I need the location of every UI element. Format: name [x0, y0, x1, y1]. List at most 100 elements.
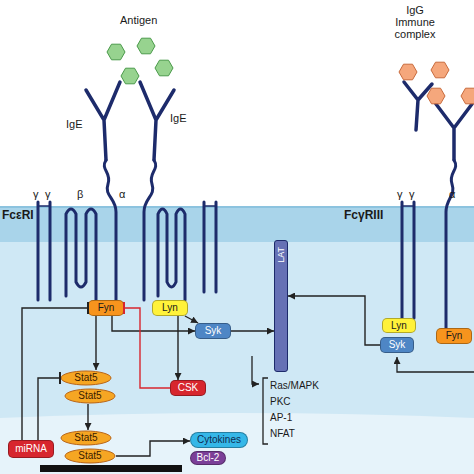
protein-name: Stat5 — [78, 451, 101, 461]
protein-name: Syk — [205, 326, 222, 336]
signal-arrow — [177, 316, 178, 380]
protein-name: Fyn — [98, 303, 115, 313]
antigen-group — [107, 38, 173, 84]
igg-antibody — [404, 82, 432, 130]
gamma-chain — [37, 202, 40, 300]
gamma-chain — [413, 202, 416, 318]
signal-leader — [397, 357, 474, 372]
stat-oval: Stat5 — [64, 448, 116, 464]
disulfide-bond — [204, 205, 216, 207]
signal-arrow — [87, 404, 88, 430]
antigen-hexagon — [137, 38, 155, 54]
kinase-box: Lyn — [382, 318, 416, 333]
protein-name: Stat5 — [74, 433, 97, 443]
gamma-chain — [203, 202, 206, 292]
adaptor-bar: LAT — [274, 240, 288, 372]
receptor-name: FcεRI — [2, 209, 34, 222]
molecule-label: IgG Immune complex — [386, 4, 444, 40]
antibody-label: IgE — [170, 112, 187, 124]
kinase-box: Fyn — [436, 328, 472, 344]
antigen-hexagon — [399, 64, 417, 80]
immune-complex-antigens — [399, 62, 474, 104]
protein-name: Syk — [389, 340, 406, 350]
bracket — [263, 378, 268, 444]
alpha-chain — [104, 160, 116, 300]
oval-shape — [61, 431, 111, 445]
signal-arrow — [95, 316, 96, 370]
stat-oval: Stat5 — [60, 370, 112, 386]
chain-label: α — [119, 188, 125, 200]
protein-name: miRNA — [15, 444, 47, 454]
signal-arrow — [38, 378, 60, 440]
signal-arrow — [112, 316, 195, 331]
antigen-hexagon — [121, 68, 139, 84]
protein-name: Bcl-2 — [197, 453, 220, 463]
beta-chain — [66, 209, 96, 300]
protein-name: Stat5 — [78, 391, 101, 401]
protein-name: LAT — [277, 247, 286, 263]
protein-name: CSK — [178, 383, 199, 393]
pathway-label: Ras/MAPK — [270, 380, 319, 391]
molecule-label: Antigen — [120, 14, 157, 26]
antigen-hexagon — [461, 88, 474, 104]
receptor-group — [38, 82, 472, 328]
signal-arrow — [288, 296, 380, 345]
alpha-chain — [144, 160, 156, 300]
chain-label: β — [77, 188, 83, 200]
beta-chain — [158, 209, 185, 300]
chain-label: γ — [409, 188, 415, 200]
stat-oval: Stat5 — [60, 430, 112, 446]
chain-label: γ — [45, 188, 51, 200]
signal-arrow — [124, 308, 170, 388]
receptor-name: FcγRIII — [344, 209, 383, 222]
disulfide-bond — [38, 205, 50, 207]
signal-leader — [252, 356, 259, 384]
oval-shape — [65, 449, 115, 463]
product-pill: Bcl-2 — [190, 451, 226, 465]
nucleus — [0, 413, 474, 474]
mirna-box: miRNA — [8, 440, 54, 458]
kinase-box: Syk — [380, 337, 414, 353]
product-pill: Cytokines — [190, 432, 248, 448]
igg-antibody — [436, 104, 472, 160]
protein-name: Fyn — [446, 331, 463, 341]
protein-name: Lyn — [391, 321, 407, 331]
protein-name: Stat5 — [74, 373, 97, 383]
antigen-hexagon — [155, 60, 173, 76]
protein-name: Cytokines — [197, 435, 241, 445]
antibody-label: IgE — [66, 118, 83, 130]
pathway-label: NFAT — [270, 428, 295, 439]
dna-strand — [40, 465, 182, 472]
antigen-hexagon — [431, 62, 449, 78]
kinase-box: Fyn — [88, 300, 124, 316]
pathway-label: PKC — [270, 396, 291, 407]
extracellular-space — [0, 0, 474, 206]
antigen-hexagon — [107, 44, 125, 60]
chain-label: γ — [397, 188, 403, 200]
signal-arrow — [185, 316, 198, 323]
kinase-box: Syk — [195, 323, 231, 339]
signal-arrow — [22, 308, 88, 440]
chain-label: γ — [33, 188, 39, 200]
stat-oval: Stat5 — [64, 388, 116, 404]
pathway-label: AP-1 — [270, 412, 292, 423]
signal-arrow — [231, 330, 274, 331]
kinase-box: CSK — [170, 380, 206, 396]
alpha-chain — [446, 160, 456, 328]
ige-antibody — [86, 82, 120, 160]
chain-label: α — [449, 188, 455, 200]
ige-antibody — [140, 82, 174, 160]
protein-name: Lyn — [162, 303, 178, 313]
oval-shape — [61, 371, 111, 385]
gamma-chain — [49, 202, 52, 300]
antigen-hexagon — [427, 88, 445, 104]
gamma-chain — [215, 202, 218, 292]
disulfide-bond — [402, 205, 414, 207]
oval-shape — [65, 389, 115, 403]
signal-arrow — [116, 441, 190, 456]
